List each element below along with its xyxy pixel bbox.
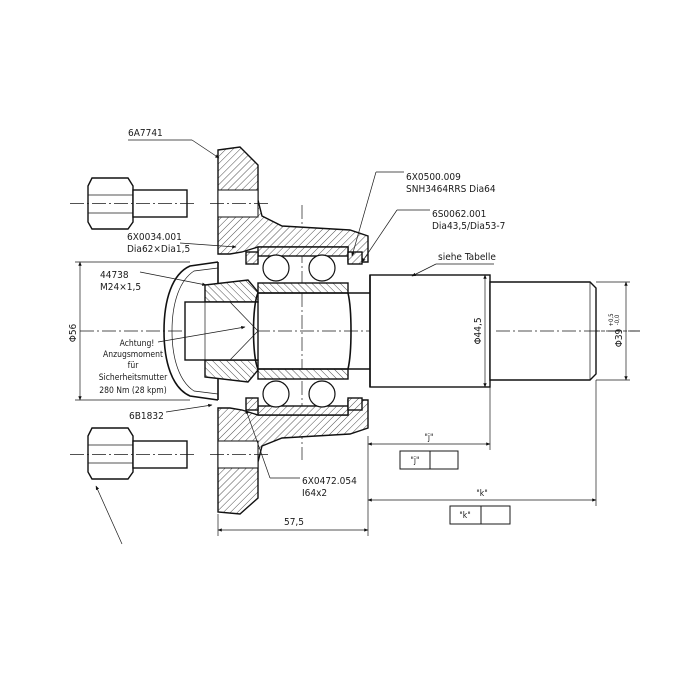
dim-dia39: Φ39 +0,5 -0,0 — [596, 281, 630, 381]
bearing-ball — [308, 380, 336, 408]
label-bearing-seal-code: 6X0500.009 — [406, 172, 461, 183]
dim-k: "k" — [367, 380, 597, 506]
dim-k-text: "k" — [476, 489, 487, 499]
bearing-ball — [308, 254, 336, 282]
warning-line2: Anzugsmoment — [103, 350, 163, 360]
dim-dia44-5: Φ44,5 — [473, 274, 487, 388]
dim-j-text: "j" — [424, 433, 433, 443]
label-nut-thread: M24×1,5 — [100, 282, 141, 293]
label-nut-code: 44738 — [100, 270, 129, 281]
label-ring-code: 6S0062.001 — [432, 209, 486, 220]
bearing-ball — [262, 254, 290, 282]
wheel-bolt-top — [70, 177, 196, 230]
table-k-text: "k" — [459, 511, 470, 521]
torque-warning: Achtung! Anzugsmoment für Sicherheitsmut… — [99, 325, 246, 396]
bearing — [245, 246, 363, 416]
label-oring-spec: I64x2 — [302, 488, 327, 499]
dim-57-5: 57,5 — [217, 436, 369, 536]
table-j: "j" — [399, 450, 459, 470]
warning-line4: Sicherheitsmutter — [99, 373, 168, 383]
spindle-bore — [252, 292, 370, 370]
label-oring-code: 6X0472.054 — [302, 476, 357, 487]
dim-57-5-text: 57,5 — [284, 517, 304, 528]
label-ring-spec: Dia43,5/Dia53-7 — [432, 221, 505, 232]
dim-dia39-text: Φ39 — [614, 328, 625, 347]
dim-dia39-tol-upper: +0,5 — [608, 313, 615, 326]
label-cap-code: 6X0034.001 — [127, 232, 182, 243]
warning-line3: für — [128, 361, 140, 371]
dim-dia39-tol-lower: -0,0 — [614, 314, 621, 325]
dim-dia44-5-text: Φ44,5 — [473, 317, 484, 344]
axle-stub — [369, 274, 640, 388]
warning-line5: 280 Nm (28 kpm) — [99, 386, 166, 396]
label-hub-part: 6A7741 — [128, 128, 163, 139]
table-k: "k" — [449, 505, 511, 525]
warning-title: Achtung! — [120, 339, 155, 349]
label-cap-spec: Dia62×Dia1,5 — [127, 244, 190, 255]
hub-flange — [210, 146, 369, 515]
label-see-table: siehe Tabelle — [438, 252, 496, 263]
dim-dia56: Φ56 — [68, 261, 190, 401]
wheel-bolt-bottom — [70, 427, 196, 480]
label-bearing-seal-spec: SNH3464RRS Dia64 — [406, 184, 496, 195]
dim-j: "j" — [367, 387, 491, 450]
table-j-text: "j" — [410, 456, 419, 466]
bearing-ball — [262, 380, 290, 408]
dim-dia56-text: Φ56 — [68, 323, 79, 342]
label-screw-code: 6B1832 — [129, 411, 164, 422]
